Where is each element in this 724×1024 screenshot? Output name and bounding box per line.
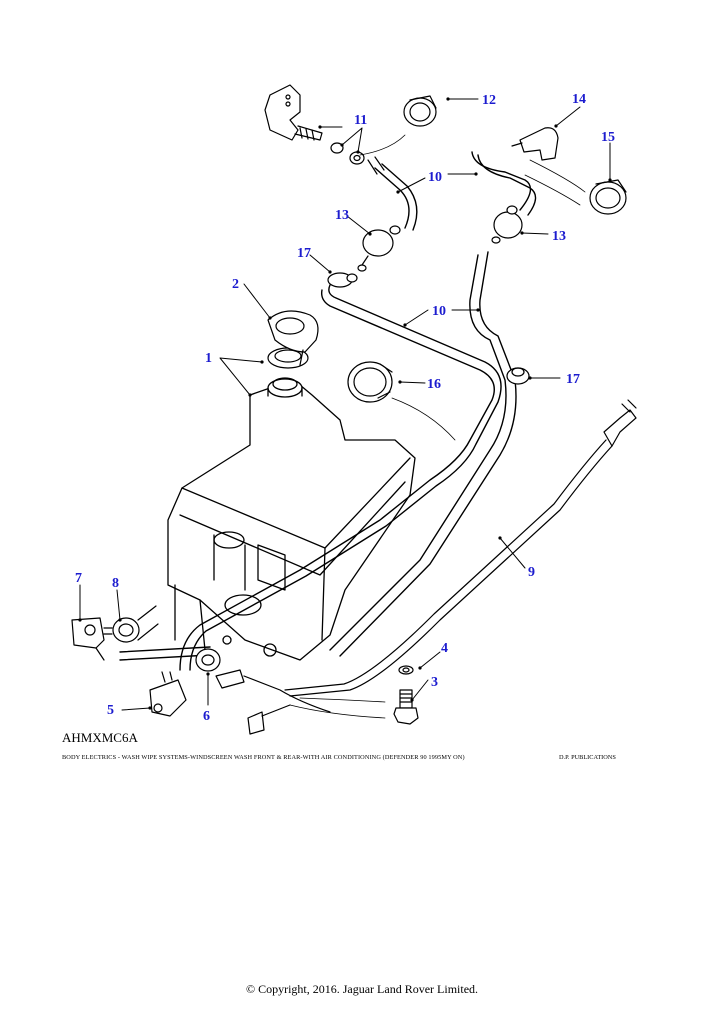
leader-lines: [79, 98, 611, 711]
hose-clamp: [403, 95, 627, 215]
callout-3: 3: [431, 675, 438, 690]
callout-7: 7: [75, 571, 82, 586]
callout-12: 12: [482, 93, 496, 108]
publisher-label: D.P. PUBLICATIONS: [559, 754, 616, 761]
hose-clip: [347, 361, 456, 441]
callout-16: 16: [427, 377, 441, 392]
callout-8: 8: [112, 576, 119, 591]
leader-dots: [78, 97, 612, 710]
filler-cap: [267, 310, 319, 366]
callout-10a: 10: [428, 170, 442, 185]
callout-numbers: 1 2 3 4 5 6 7 8 9 10 10 11 12 13 13 14 1…: [75, 92, 615, 724]
jet-bracket: [264, 84, 406, 175]
non-return-valve: [357, 205, 523, 272]
callout-5: 5: [107, 703, 114, 718]
callout-13b: 13: [552, 229, 566, 244]
callout-11: 11: [354, 113, 367, 128]
callout-17a: 17: [297, 246, 311, 261]
callout-9: 9: [528, 565, 535, 580]
callout-14: 14: [572, 92, 586, 107]
callout-15: 15: [601, 130, 615, 145]
wiring-harness: [215, 399, 637, 735]
washer-reservoir: [167, 377, 416, 661]
callout-6: 6: [203, 709, 210, 724]
callout-17b: 17: [566, 372, 580, 387]
callout-4: 4: [441, 641, 448, 656]
fixing-bolt: [393, 665, 419, 725]
grommet: [327, 272, 530, 385]
callout-13a: 13: [335, 208, 349, 223]
diagram-reference-code: AHMXMC6A: [62, 730, 138, 745]
callout-2: 2: [232, 277, 239, 292]
callout-1: 1: [205, 351, 212, 366]
washer-hose: [119, 151, 537, 671]
parts-diagram: 1 2 3 4 5 6 7 8 9 10 10 11 12 13 13 14 1…: [71, 84, 637, 735]
rear-washer-pump: [149, 648, 221, 717]
copyright-notice: © Copyright, 2016. Jaguar Land Rover Lim…: [245, 982, 479, 996]
diagram-caption: BODY ELECTRICS - WASH WIPE SYSTEMS-WINDS…: [62, 754, 465, 761]
washer-pump: [71, 605, 159, 661]
callout-10b: 10: [432, 304, 446, 319]
hose-elbow: [511, 127, 559, 161]
